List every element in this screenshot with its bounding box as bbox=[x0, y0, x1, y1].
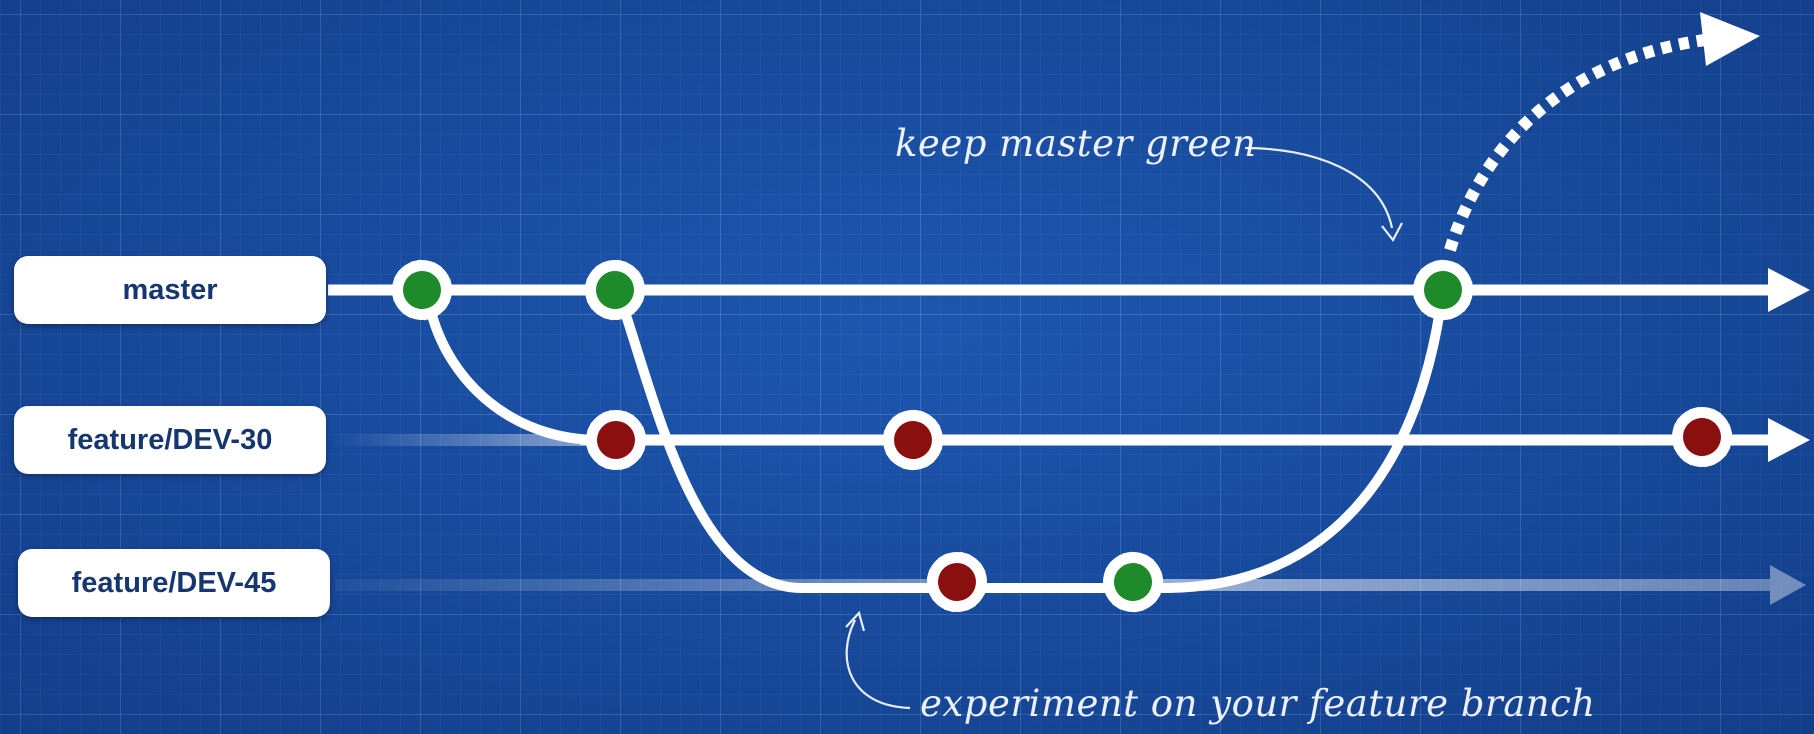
commit-passing-dot bbox=[1424, 271, 1462, 309]
dev30-arrowhead bbox=[1768, 418, 1810, 462]
dev45-branch-curve bbox=[620, 305, 1445, 593]
commit-master-2 bbox=[578, 253, 652, 327]
keep-green-pointer bbox=[1244, 146, 1394, 229]
experiment-pointer bbox=[845, 619, 911, 710]
commit-dev30-2 bbox=[878, 405, 948, 475]
dev30-branch-curve bbox=[427, 310, 605, 445]
annotation-experiment: experiment on your feature branch bbox=[920, 682, 1596, 725]
commit-failing-dot bbox=[938, 563, 976, 601]
deploy-dotted-arrow bbox=[1444, 34, 1706, 252]
master-arrowhead bbox=[1768, 268, 1810, 312]
dev45-arrowhead bbox=[1770, 565, 1806, 605]
branch-label-dev30: feature/DEV-30 bbox=[14, 406, 326, 474]
commit-master-1 bbox=[380, 248, 464, 332]
branch-label-dev45: feature/DEV-45 bbox=[18, 549, 330, 617]
keep-green-pointer-head bbox=[1381, 222, 1403, 243]
commit-dev30-3 bbox=[1661, 396, 1743, 478]
commit-dev45-1 bbox=[919, 544, 995, 620]
commit-passing-dot bbox=[403, 271, 441, 309]
commit-dev30-1 bbox=[575, 399, 657, 481]
commit-passing-dot bbox=[596, 271, 634, 309]
commit-dev45-2 bbox=[1091, 540, 1175, 624]
commit-passing-dot bbox=[1114, 563, 1152, 601]
annotation-keep-master-green: keep master green bbox=[895, 122, 1257, 165]
branch-label-master: master bbox=[14, 256, 326, 324]
deploy-arrowhead bbox=[1700, 12, 1760, 66]
experiment-pointer-head bbox=[845, 610, 866, 632]
commit-failing-dot bbox=[1683, 418, 1721, 456]
commit-failing-dot bbox=[597, 421, 635, 459]
commit-master-3 bbox=[1400, 247, 1486, 333]
dev30-lead-in-line bbox=[330, 434, 580, 446]
commit-failing-dot bbox=[894, 421, 932, 459]
dev45-continuation-line bbox=[1160, 579, 1770, 591]
